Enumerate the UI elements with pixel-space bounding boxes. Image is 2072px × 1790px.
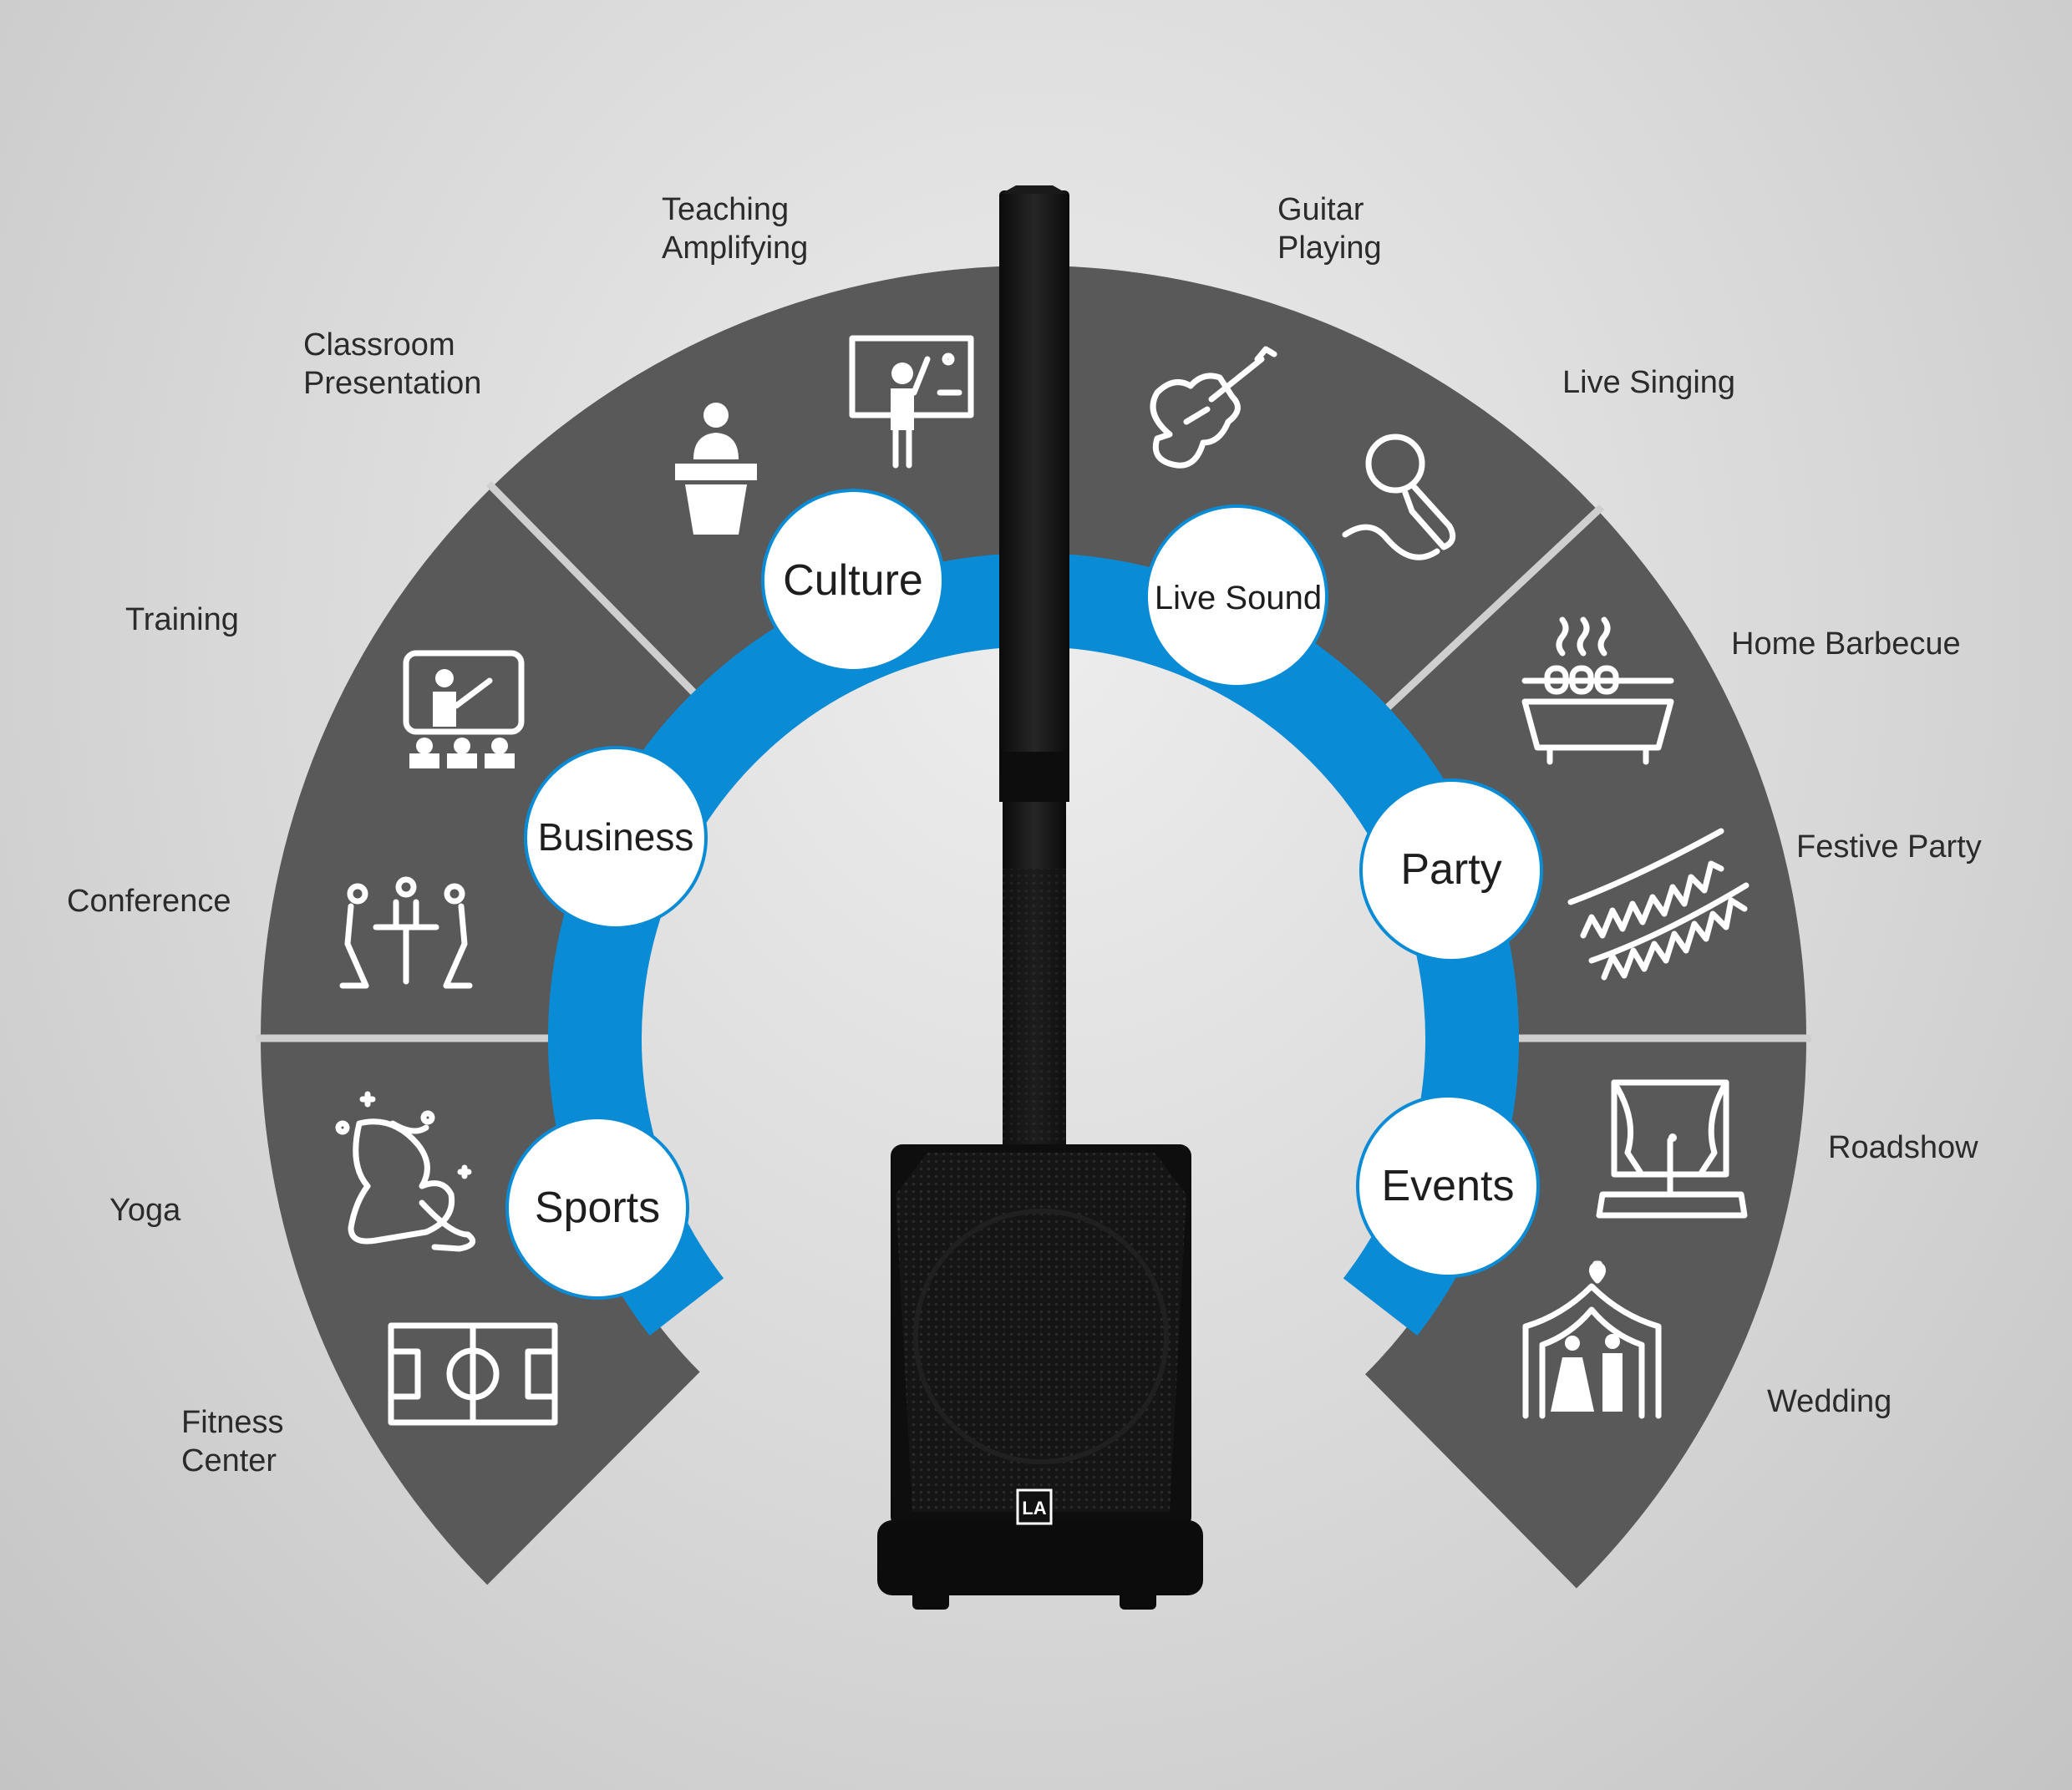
label-guitar-playing: Guitar Playing <box>1277 192 1382 266</box>
yoga-pose-icon <box>335 1091 476 1252</box>
logo-text: LA <box>1022 1498 1046 1519</box>
label-teaching-amplifying: Teaching Amplifying <box>662 192 809 266</box>
category-label-live-sound: Live Sound <box>1155 580 1322 616</box>
column-speaker: LA <box>877 185 1203 1610</box>
category-label-business: Business <box>538 815 694 859</box>
stage-curtain-icon <box>1596 1079 1748 1219</box>
label-conference: Conference <box>67 884 231 919</box>
training-screen-icon <box>403 650 525 768</box>
soccer-field-icon <box>388 1322 558 1426</box>
blackboard-teacher-icon <box>849 335 974 469</box>
subwoofer-grille <box>896 1153 1186 1512</box>
label-yoga: Yoga <box>109 1193 181 1228</box>
subwoofer-base <box>877 1520 1203 1595</box>
label-classroom-presentation: Classroom Presentation <box>303 327 482 401</box>
logo-badge <box>1016 1488 1053 1525</box>
label-home-barbecue: Home Barbecue <box>1731 626 1961 662</box>
category-label-culture: Culture <box>783 556 923 605</box>
category-label-party: Party <box>1400 845 1501 894</box>
wedding-couple-icon <box>1522 1260 1662 1419</box>
label-festive-party: Festive Party <box>1796 829 1982 865</box>
category-business: Business <box>524 746 708 930</box>
barbecue-grill-icon <box>1521 616 1674 765</box>
label-roadshow: Roadshow <box>1828 1130 1978 1165</box>
category-events: Events <box>1356 1094 1540 1278</box>
wedge-separators <box>256 480 1811 1042</box>
microphone-icon <box>1342 434 1456 560</box>
meeting-table-icon <box>339 876 473 989</box>
label-wedding: Wedding <box>1767 1384 1892 1419</box>
podium-icon <box>675 403 757 535</box>
speaker-array-top <box>999 190 1069 800</box>
label-training: Training <box>125 602 239 637</box>
wedge-sports <box>260 1038 700 1585</box>
category-party: Party <box>1359 778 1543 962</box>
category-label-events: Events <box>1382 1162 1515 1210</box>
wedge-business <box>261 487 703 1038</box>
label-live-singing: Live Singing <box>1562 365 1736 400</box>
category-label-sports: Sports <box>535 1184 660 1232</box>
label-fitness-center: Fitness Center <box>181 1405 284 1478</box>
category-live-sound: Live Sound <box>1145 505 1328 688</box>
category-culture: Culture <box>761 489 945 672</box>
category-sports: Sports <box>505 1116 689 1300</box>
wedge-party <box>1378 510 1806 1038</box>
wedge-live-sound <box>1033 266 1598 717</box>
electric-guitar-icon <box>1150 346 1277 469</box>
bunting-flags-icon <box>1567 828 1750 981</box>
